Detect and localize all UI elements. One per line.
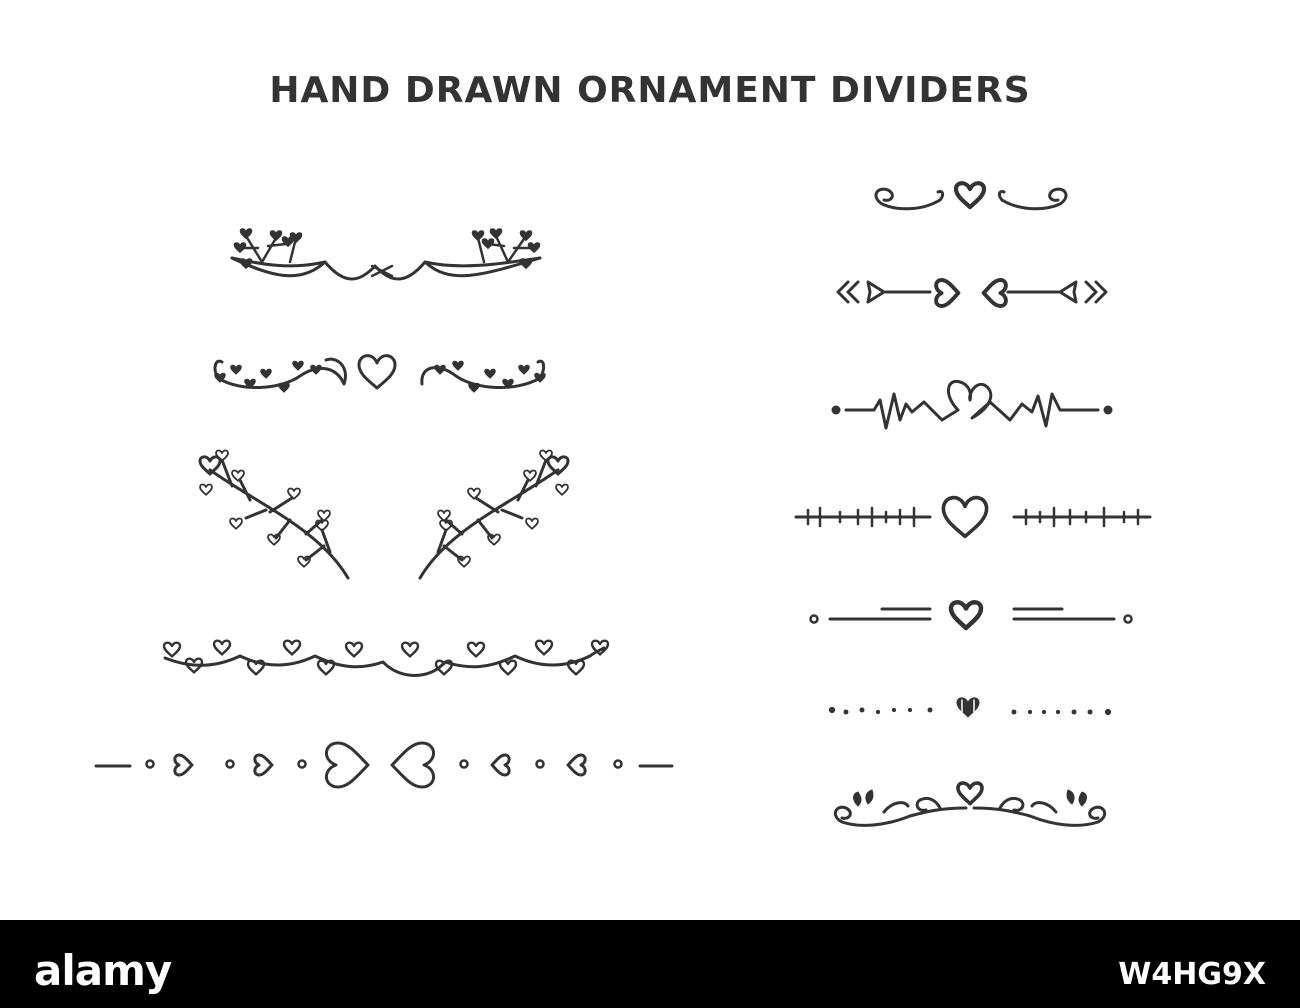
ornament-dotted-heart bbox=[828, 697, 1112, 718]
ornament-swirls-heart bbox=[874, 183, 1068, 211]
ornament-heartbeat-heart bbox=[831, 379, 1113, 430]
page-title: HAND DRAWN ORNAMENT DIVIDERS bbox=[269, 70, 1031, 111]
ornament-vine-sprigs bbox=[230, 228, 542, 281]
ornament-heart-vines bbox=[213, 354, 546, 393]
brand-logo[interactable]: alamy bbox=[34, 946, 172, 995]
ornament-heart-garland bbox=[162, 639, 610, 677]
stock-footer-bar: alamy W4HG9X bbox=[0, 920, 1300, 1008]
ornament-double-lines-heart bbox=[809, 602, 1133, 628]
ornament-hearts-dots-line bbox=[94, 741, 674, 789]
ornament-tick-lines-heart bbox=[794, 495, 1152, 539]
ornament-heart-branches bbox=[198, 449, 570, 580]
image-code: W4HG9X bbox=[1118, 957, 1266, 992]
ornament-heart-arrows bbox=[836, 278, 1108, 308]
ornament-artwork bbox=[94, 0, 1152, 827]
ornament-flourish-heart bbox=[833, 781, 1107, 827]
